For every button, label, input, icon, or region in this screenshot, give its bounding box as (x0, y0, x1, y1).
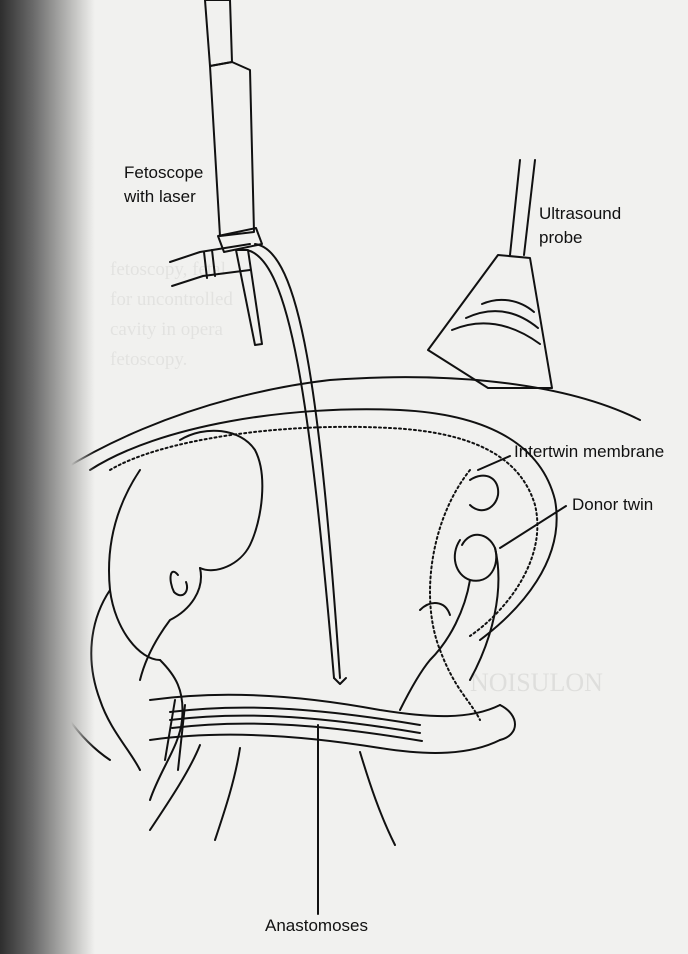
ultrasound-probe-icon (427, 159, 553, 389)
placenta (149, 693, 516, 846)
fetoscope-icon (169, 0, 347, 685)
donor-twin (399, 474, 500, 711)
leader-donor (499, 505, 567, 549)
anastomoses-label: Anastomoses (265, 916, 368, 935)
page-edge-shadow (0, 0, 95, 954)
donor-twin-label: Donor twin (572, 495, 654, 514)
leader-intertwin (477, 455, 511, 471)
fetoscope-label-line2: with laser (124, 187, 196, 206)
fetoscope-label-line1: Fetoscope (124, 163, 204, 182)
intertwin-membrane (429, 469, 481, 721)
bleed-through-text: fetoscopy, fetal for uncontrolled cavity… (110, 259, 233, 370)
intertwin-membrane-label: Intertwin membrane (514, 442, 665, 461)
bleed-through-heading: NOISULON (470, 668, 603, 697)
uterus-wall (89, 408, 558, 641)
ultrasound-label-line2: probe (539, 228, 583, 247)
ultrasound-label-line1: Ultrasound (539, 204, 622, 223)
